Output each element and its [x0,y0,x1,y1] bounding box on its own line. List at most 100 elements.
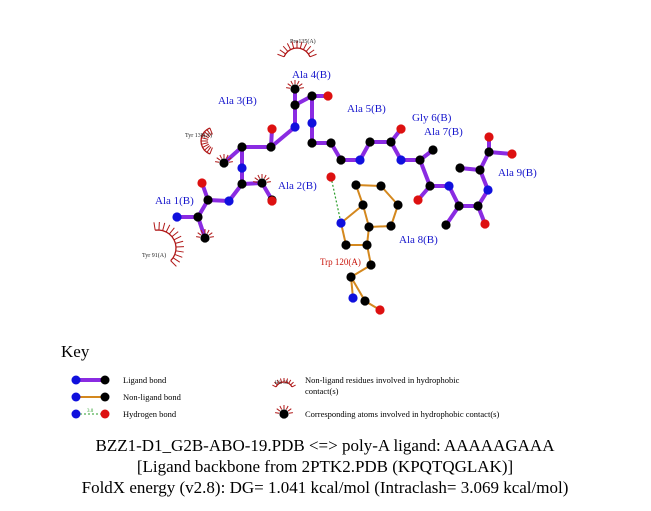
nitrogen-atom [355,155,365,165]
hydrophobic-label-pro135: Pro135(A) [290,38,316,45]
oxygen-atom [197,178,207,188]
residue-label-ala2: Ala 2(B) [278,180,317,192]
carbon-atom [326,138,336,148]
hydrophobic-spike [290,80,294,85]
hydrophobic-label-tyr138: Tyr 138(A) [185,132,212,139]
hydrophobic-atom-marker [286,80,304,89]
carbon-atom [237,179,247,189]
key-corresponding-atom-icon [275,405,293,419]
carbon-atom [366,260,376,270]
hydrophobic-spike [275,412,280,414]
hydrophobic-spike [201,142,209,145]
hydrophobic-spike [290,381,294,386]
oxygen-atom [396,124,406,134]
carbon-atom [441,220,451,230]
hydrophobic-spike [172,257,181,263]
nitrogen-atom [336,218,346,228]
key-corresponding-atoms-label: Corresponding atoms involved in hydropho… [305,409,499,419]
hydrophobic-spike [265,177,270,181]
residue-label-ala9: Ala 9(B) [498,167,537,179]
hydrophobic-spike [168,227,175,235]
key-hydrophobic-residues-label: Non-ligand residues involved in hydropho… [305,375,460,385]
hydrophobic-spike [209,127,213,135]
nitrogen-atom [483,185,493,195]
carbon-atom [365,137,375,147]
non-ligand-bond [350,276,366,302]
hydrophobic-spike [279,378,283,383]
key-carbon-atom [100,392,110,402]
key-carbon-atom [100,375,110,385]
hydrophobic-spike [225,154,229,159]
oxygen-atom [323,91,333,101]
hydrophobic-spike [288,412,293,414]
hydrophobic-spike [282,45,289,52]
key-nitrogen-atom [71,409,81,419]
hydrophobic-spike [206,129,212,136]
carbon-atom [307,91,317,101]
hydrophobic-spike [253,181,258,183]
carbon-atom [336,155,346,165]
hydrophobic-spike [174,253,183,258]
hydrophobic-spike [285,405,289,410]
residue-label-ala7: Ala 7(B) [424,126,463,138]
oxygen-atom [484,132,494,142]
hydrophobic-spike [202,143,210,148]
hydrophobic-spike [216,157,221,161]
footer-line-2: [Ligand backbone from 2PTK2.PDB (KPQTQGL… [137,457,513,476]
residue-label-ala5: Ala 5(B) [347,103,386,115]
carbon-atom [203,195,213,205]
carbon-atom [473,201,483,211]
hydrophobic-spike [165,224,171,233]
non-ligand-bond [340,204,364,224]
hydrophobic-spike [209,147,213,155]
nitrogen-atom [444,181,454,191]
hydrophobic-spike [171,231,179,238]
hydrophobic-spike [272,384,277,388]
hydrophobic-spike [200,229,204,234]
hydrophobic-spike [201,137,209,140]
oxygen-atom [507,149,517,159]
hydrophobic-spike [206,146,212,153]
oxygen-atom [480,219,490,229]
nitrogen-atom [348,293,358,303]
carbon-atom [360,296,370,306]
hydrophobic-contact-tyr138 [200,127,213,155]
hydrophobic-spike [291,41,295,49]
hydrophobic-spike [208,232,213,236]
hydrophobic-spike [263,174,267,179]
carbon-atom [484,147,494,157]
hydrophobic-spike [204,145,211,151]
carbon-atom [362,240,372,250]
hydrophobic-spike [175,250,184,253]
carbon-atom [425,181,435,191]
carbon-atom [454,201,464,211]
hydrophobic-spike [285,378,289,383]
hydrogen-bond [330,176,342,224]
hydrophobic-spike [308,49,315,55]
key-hydrophobic-residues-label-cont: contact(s) [305,386,339,396]
carbon-atom [364,222,374,232]
ligand-bond [269,125,297,149]
carbon-atom [351,180,361,190]
hydrophobic-spike [279,49,286,55]
oxygen-atom [413,195,423,205]
carbon-atom [200,233,210,243]
hydrophobic-spike [153,222,156,231]
hydrophobic-spike [227,157,232,161]
carbon-atom [455,163,465,173]
carbon-atom [237,142,247,152]
carbon-atom [386,137,396,147]
hydrophobic-spike [276,408,281,412]
hydrophobic-spike [173,235,182,241]
key-legend: Key Ligand bond Non-ligand bond 3.0 Hydr… [61,342,499,419]
hydrophobic-spike [298,83,303,87]
carbon-atom [257,178,267,188]
carbon-atom [346,272,356,282]
key-hydrogen-bond-label: Hydrogen bond [123,409,177,419]
carbon-atom [307,138,317,148]
carbon-atom [341,240,351,250]
hydrophobic-contact-tyr91 [153,222,184,267]
carbon-atom [290,100,300,110]
hydrophobic-spike [206,229,210,234]
